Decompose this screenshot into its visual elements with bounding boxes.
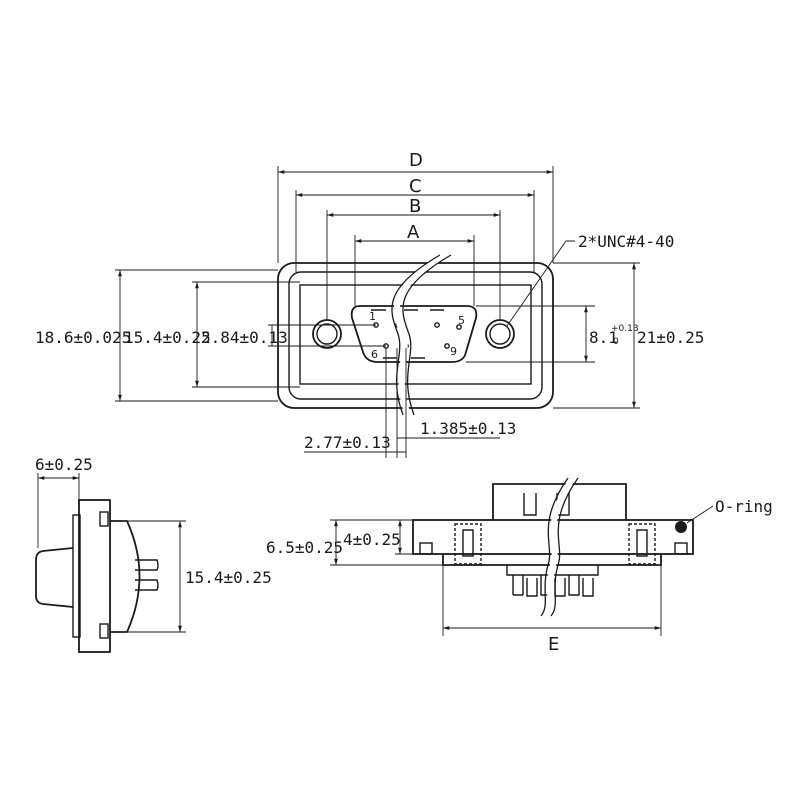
dim-1-385-label: 1.385±0.13 [420,419,516,438]
right-mounting-hole [485,319,515,349]
pin-label-6: 6 [371,348,378,361]
side-shell [35,547,74,608]
bottom-break-right [550,477,579,617]
front-view: 1 5 6 9 D C B A 2*UNC#4-40 [35,150,704,458]
dim-15-4-label: 15.4±0.25 [124,328,211,347]
side-dome [110,520,141,633]
dim-4-label: 4±0.25 [343,530,401,549]
dim-2-84-label: 2.84±0.13 [201,328,288,347]
bottom-break-left [540,477,569,617]
dim-8-1-tol-upper: +0.13 [611,324,639,334]
thread-note: 2*UNC#4-40 [578,232,674,251]
dim-6-5-label: 6.5±0.25 [266,538,343,557]
bottom-view: O-ring 6.5±0.25 4±0.25 E [266,476,773,655]
thread-leader [506,240,575,327]
dim-d-label: D [409,150,423,171]
pin-label-9: 9 [450,345,457,358]
dim-side-15-4-label: 15.4±0.25 [185,568,272,587]
oring-label: O-ring [715,497,773,516]
break-line-right [402,254,452,416]
oring-leader [686,505,714,524]
side-pins [135,559,159,591]
pin-contacts [373,322,462,349]
side-flange [78,499,111,653]
dim-b-label: B [409,196,421,217]
pin-label-5: 5 [458,314,465,327]
dsub-shell [350,305,478,363]
dim-2-77-label: 2.77±0.13 [304,433,391,452]
dim-6-label: 6±0.25 [35,455,93,474]
bottom-shell [492,483,627,520]
pin-label-1: 1 [369,310,376,323]
dim-a-label: A [407,222,420,243]
outer-flange-outline [277,262,554,409]
dim-18-6-label: 18.6±0.025 [35,328,131,347]
dim-8-1-tol-lower: 0 [613,337,619,347]
side-view: 6±0.25 15.4±0.25 [35,455,272,653]
dim-c-label: C [409,176,422,197]
dim-21-label: 21±0.25 [637,328,704,347]
dim-8-1-label: 8.1 [589,328,618,347]
left-mounting-hole [312,319,342,349]
dim-e-label: E [548,634,559,655]
oring-marker [675,521,687,533]
panel-cutout [299,284,532,385]
